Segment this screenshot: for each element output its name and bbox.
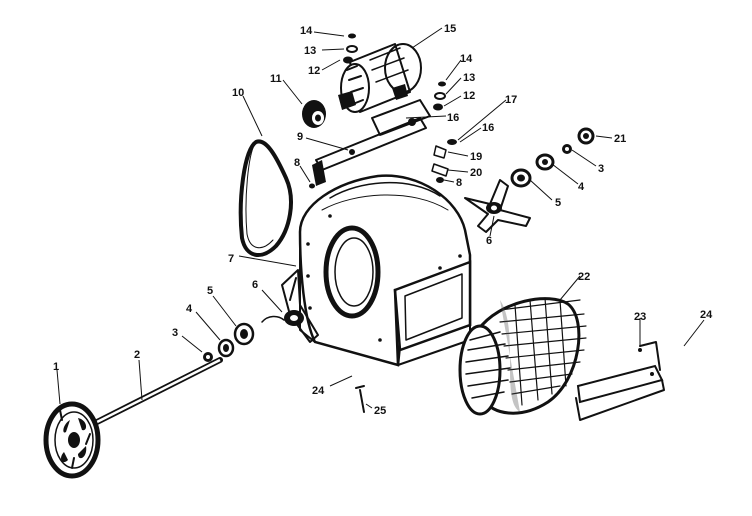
- drive-belt: [238, 139, 293, 257]
- callout-6: 6: [486, 235, 492, 247]
- motor-mount-bracket: [312, 99, 431, 186]
- callout-19: 19: [470, 151, 482, 163]
- callout-1: 1: [53, 361, 59, 373]
- callout-2: 2: [134, 349, 140, 361]
- motor-pulley: [302, 100, 326, 128]
- callout-12: 12: [463, 90, 475, 102]
- callout-labels: 1 2 3 4 5 6 7 8 8 9 10 11 12 13 14 15 14…: [53, 23, 713, 417]
- left-bearing-stack: [203, 322, 255, 362]
- callout-16: 16: [447, 112, 459, 124]
- callout-10: 10: [232, 87, 244, 99]
- callout-6: 6: [252, 279, 258, 291]
- leader-lines: [56, 27, 705, 409]
- callout-23: 23: [634, 311, 646, 323]
- callout-5: 5: [555, 197, 561, 209]
- callout-3: 3: [172, 327, 178, 339]
- blower-shaft: [94, 357, 223, 425]
- callout-11: 11: [270, 73, 282, 85]
- callout-25: 25: [374, 405, 386, 417]
- motor: [338, 43, 422, 113]
- callout-3: 3: [598, 163, 604, 175]
- callout-14: 14: [300, 25, 313, 37]
- callout-8: 8: [456, 177, 462, 189]
- bearing-bracket-right: [464, 179, 531, 233]
- callout-16: 16: [482, 122, 494, 134]
- callout-14: 14: [460, 53, 473, 65]
- callout-9: 9: [297, 131, 303, 143]
- callout-4: 4: [578, 181, 585, 193]
- callout-13: 13: [463, 72, 475, 84]
- callout-24: 24: [312, 385, 325, 397]
- callout-7: 7: [228, 253, 234, 265]
- blower-wheel: [458, 297, 587, 416]
- blower-housing: [298, 174, 472, 367]
- callout-21: 21: [614, 133, 626, 145]
- callout-8: 8: [294, 157, 300, 169]
- right-bearing-stack: [510, 127, 595, 188]
- callout-13: 13: [304, 45, 316, 57]
- blower-pulley: [43, 401, 101, 479]
- callout-20: 20: [470, 167, 482, 179]
- hardware-small-parts: [309, 33, 457, 413]
- callout-4: 4: [186, 303, 193, 315]
- callout-5: 5: [207, 285, 213, 297]
- cutoff-plate: [575, 341, 665, 421]
- callout-24: 24: [700, 309, 713, 321]
- callout-22: 22: [578, 271, 590, 283]
- callout-12: 12: [308, 65, 320, 77]
- callout-15: 15: [444, 23, 456, 35]
- bearing-bracket-left: [261, 269, 319, 343]
- callout-17: 17: [505, 94, 517, 106]
